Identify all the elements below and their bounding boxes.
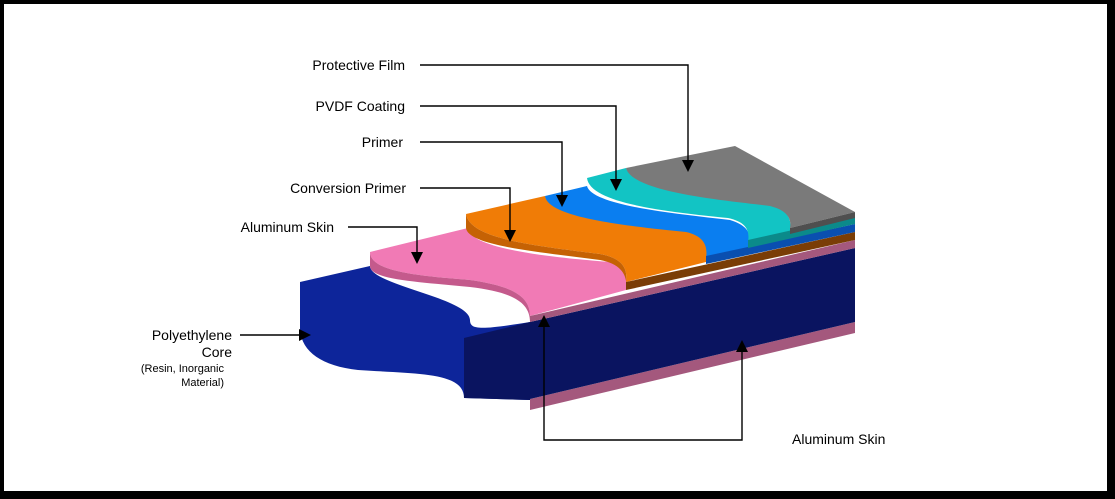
label-core-line2: Core [202, 344, 233, 360]
conversion-primer-layer [466, 196, 707, 282]
arrow-down-icon [610, 179, 622, 191]
arrow-up-icon [538, 315, 550, 327]
aluminum-skin-edge [370, 252, 530, 322]
protective-film-leader [420, 64, 689, 162]
label-protective-film: Protective Film [312, 57, 405, 73]
conversion-primer-leader [420, 187, 511, 231]
label-pvdf-coating: PVDF Coating [316, 98, 405, 114]
bottom-aluminum-skin-side [530, 322, 855, 410]
core-side-face [530, 248, 855, 399]
conversion-primer-side [626, 232, 855, 290]
arrow-down-icon [682, 160, 694, 172]
label-conversion-primer: Conversion Primer [290, 180, 406, 196]
pvdf-coating-leader [420, 105, 617, 180]
label-core-line1: Polyethylene [152, 327, 232, 343]
conversion-primer-edge [466, 214, 627, 290]
core-front-face-dark [464, 322, 530, 400]
pvdf-coating-layer [587, 168, 791, 242]
arrow-down-icon [411, 252, 423, 264]
label-core-note-line2: Material) [181, 377, 224, 389]
arrow-up-icon [736, 340, 748, 352]
primer-layer [545, 186, 750, 258]
label-primer: Primer [362, 134, 404, 150]
arrow-right-icon [299, 329, 311, 341]
primer-side [706, 224, 855, 264]
protective-film-side [790, 212, 855, 234]
aluminum-skin-bottom-leader [543, 326, 743, 441]
protective-film-layer [626, 146, 855, 228]
aluminum-skin-top-leader [348, 226, 418, 253]
arrow-down-icon [504, 230, 516, 242]
label-aluminum-skin-bottom: Aluminum Skin [792, 431, 885, 447]
aluminum-skin-side [530, 240, 855, 322]
primer-leader [420, 141, 563, 196]
label-aluminum-skin-top: Aluminum Skin [241, 219, 334, 235]
label-core-note-line1: (Resin, Inorganic [141, 363, 225, 375]
arrow-down-icon [556, 195, 568, 207]
aluminum-skin-layer [370, 228, 627, 316]
